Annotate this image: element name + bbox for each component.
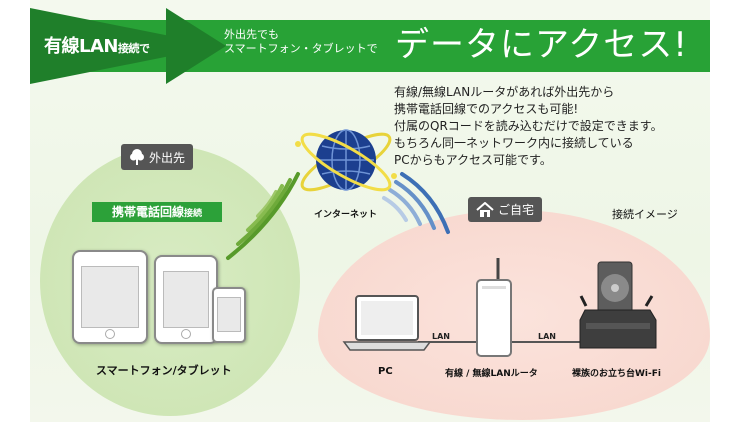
dock-label: 裸族のお立ち台Wi-Fi	[572, 366, 661, 379]
hdd-dock-icon	[580, 262, 656, 348]
internet-label: インターネット	[314, 207, 377, 220]
image-note: 接続イメージ	[612, 206, 678, 222]
house-icon	[476, 202, 494, 218]
laptop-icon	[344, 296, 430, 350]
lan-label-right: LAN	[538, 332, 556, 341]
router-label: 有線 / 無線LANルータ	[445, 366, 538, 379]
wifi-waves-right	[384, 174, 448, 232]
lan-label-left: LAN	[432, 332, 450, 341]
globe-icon	[295, 125, 397, 199]
wifi-waves-left	[228, 174, 298, 258]
router-icon	[477, 258, 511, 356]
home-tag: ご自宅	[468, 197, 542, 222]
pc-label: PC	[378, 366, 393, 377]
